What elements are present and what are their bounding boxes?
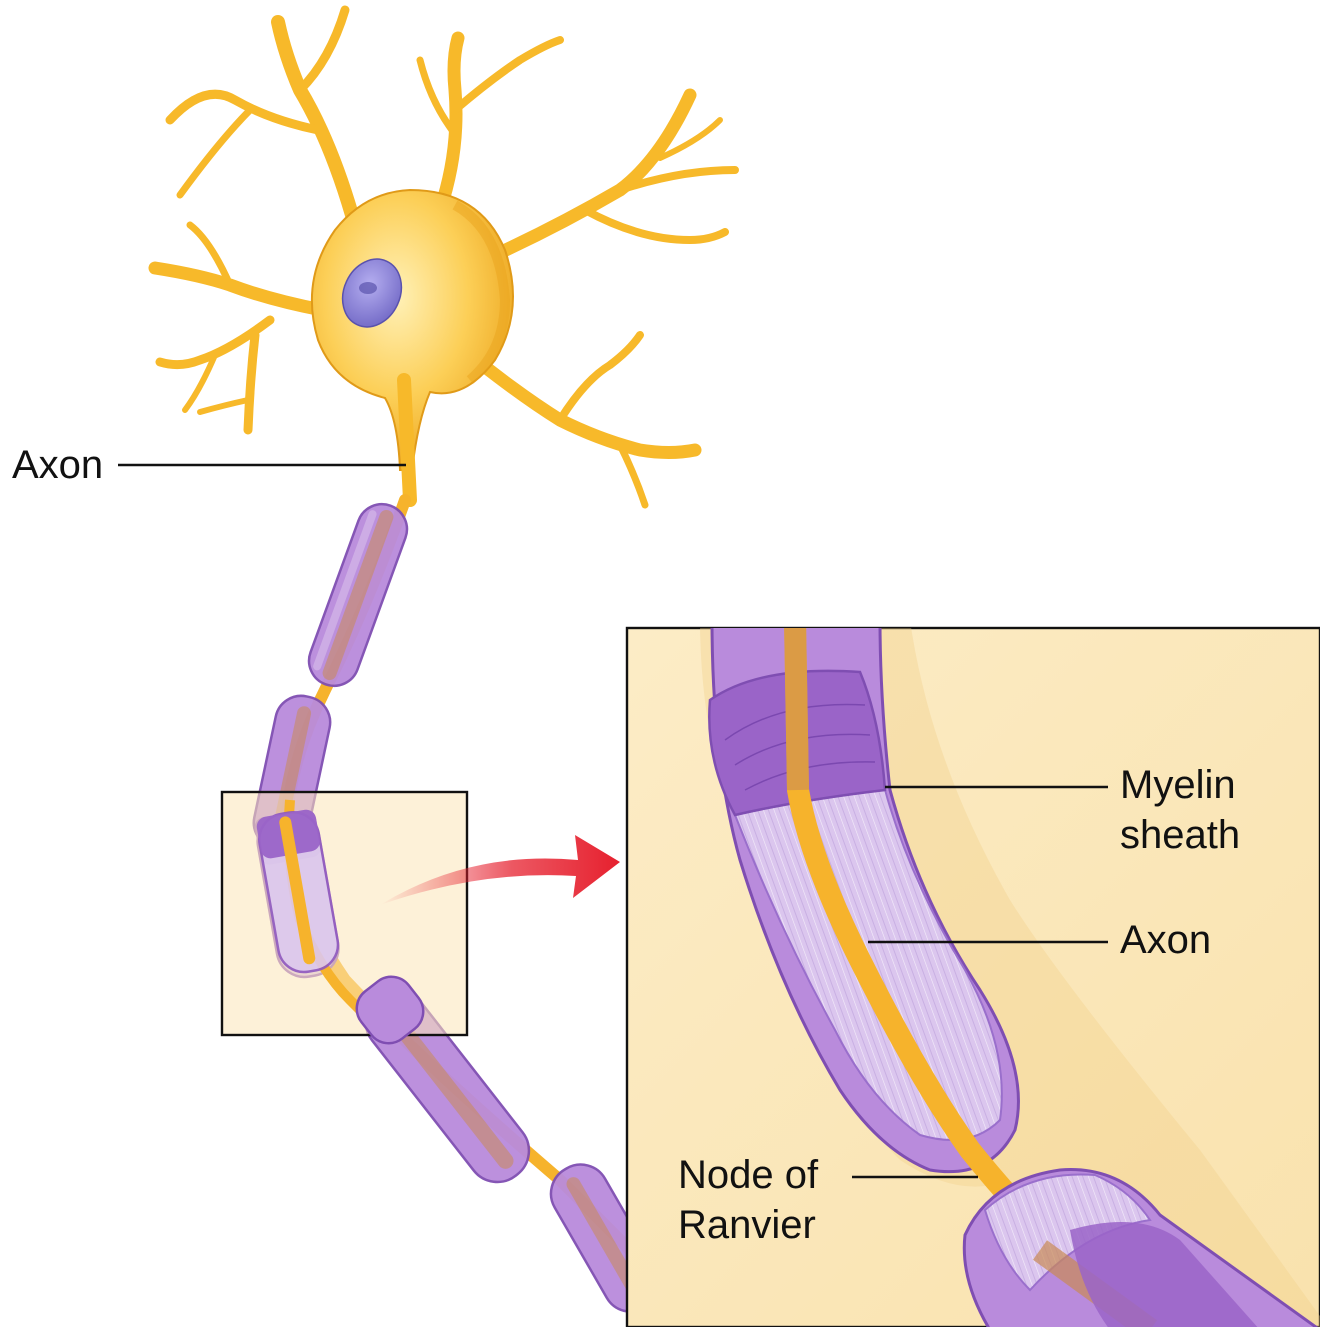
axon-label-main: Axon — [12, 443, 103, 487]
axon-initial-segment — [404, 380, 410, 500]
myelin-segment — [302, 497, 414, 693]
myelin-sheath-label-line2: sheath — [1120, 813, 1240, 857]
node-of-ranvier-label-line1: Node of — [678, 1153, 819, 1197]
axon-label-inset: Axon — [1120, 918, 1211, 962]
node-of-ranvier-label-line2: Ranvier — [678, 1203, 816, 1247]
nucleolus — [359, 282, 377, 294]
myelin-sheath-label-line1: Myelin — [1120, 763, 1236, 807]
